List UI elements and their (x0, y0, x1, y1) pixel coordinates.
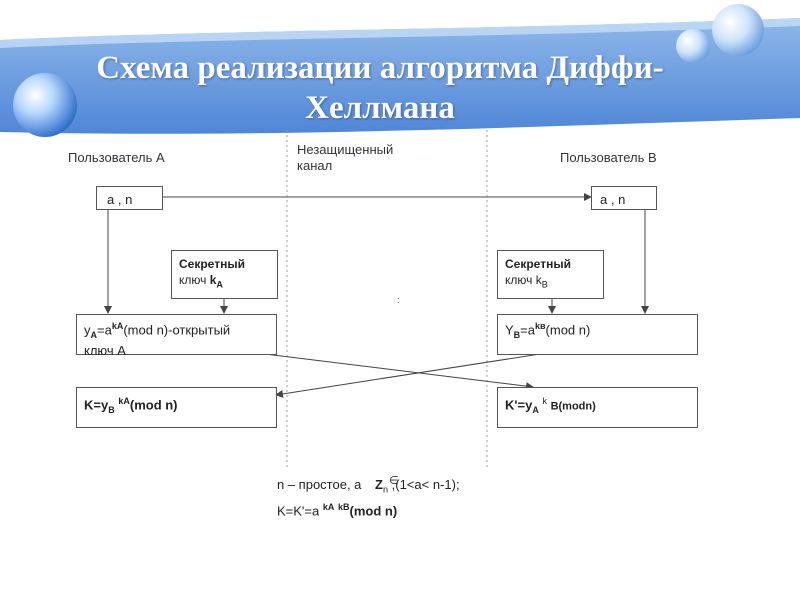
secret-a-line1: Секретный (179, 257, 245, 271)
an-b-text: a , n (600, 192, 626, 207)
arrow-yb-to-ka (275, 353, 541, 398)
user-b-label: Пользователь В (560, 150, 657, 165)
key-a-rest: (mod n) (129, 397, 178, 413)
arrow-ya-to-kb (264, 353, 534, 391)
page-title: Схема реализации алгоритма Диффи-Хеллман… (96, 50, 664, 126)
secret-a-sub: A (216, 279, 223, 290)
key-b-rest: (modn) (558, 400, 596, 413)
secret-b-sym: k (535, 273, 542, 287)
public-a-eq: =a (97, 322, 112, 338)
public-b-sup: kв (535, 321, 546, 331)
title-banner (0, 4, 800, 137)
key-b-k: K'=y (505, 397, 533, 413)
public-b-rest: (mod n) (545, 322, 591, 338)
note-line1-post: ,(1<a< n-1); (391, 477, 460, 492)
box-public-a: yA=akA(mod n)-открытый ключ А (76, 314, 277, 358)
note-sup2: kB (338, 501, 350, 512)
key-a-k: K=y (84, 397, 109, 413)
box-an-a: a , n (96, 186, 163, 210)
public-a-ysub: A (90, 329, 98, 340)
public-b-ysub: B (513, 329, 521, 340)
public-a-line2: ключ А (84, 342, 126, 358)
public-b-y: Y (505, 322, 514, 338)
element-of-symbol: ∈ (389, 474, 399, 487)
note-zsub: n (382, 484, 388, 495)
secret-a-sym: k (209, 273, 217, 287)
secret-a-line2: ключ (179, 273, 207, 287)
box-secret-b: Секретный ключ kB (497, 250, 604, 299)
secret-b-sub: B (541, 279, 548, 290)
box-key-a: K=yB kA(mod n) (76, 387, 277, 428)
key-b-ksub: A (532, 404, 539, 415)
formula-note: n – простое, a Zn ,(1<a< n-1); K=K'=a kA… (277, 476, 460, 519)
channel-label: Незащищенный канал (297, 142, 394, 173)
bubble-right-large (712, 4, 764, 56)
note-line2-post: (mod n) (349, 502, 398, 518)
note-z: Z (375, 477, 383, 492)
bubble-right-small (676, 29, 710, 63)
box-secret-a: Секретный ключ kA (171, 250, 278, 299)
an-a-text: a , n (107, 192, 133, 207)
public-b-eq: =a (520, 322, 535, 338)
key-a-sup: kA (118, 396, 130, 406)
key-a-ksub: B (108, 404, 115, 415)
key-b-mid: B (550, 400, 559, 413)
public-a-sup: kA (111, 321, 124, 331)
key-b-sup: k (542, 396, 547, 406)
note-line2-pre: K=K'=a (277, 502, 320, 518)
center-mark: : (397, 295, 400, 305)
user-a-label: Пользователь А (68, 150, 165, 165)
note-line1-pre: n – простое, a (277, 477, 362, 492)
note-sup1: kA (322, 501, 335, 512)
secret-b-line1: Секретный (505, 257, 571, 271)
box-an-b: a , n (591, 186, 657, 210)
public-a-y: y (84, 322, 91, 338)
secret-b-line2: ключ (505, 273, 533, 287)
box-public-b: YB=akв(mod n) (497, 314, 698, 355)
public-a-rest: (mod n)-открытый (123, 322, 231, 338)
box-key-b: K'=yA k B(modn) (497, 387, 698, 428)
bubble-left (13, 73, 77, 137)
